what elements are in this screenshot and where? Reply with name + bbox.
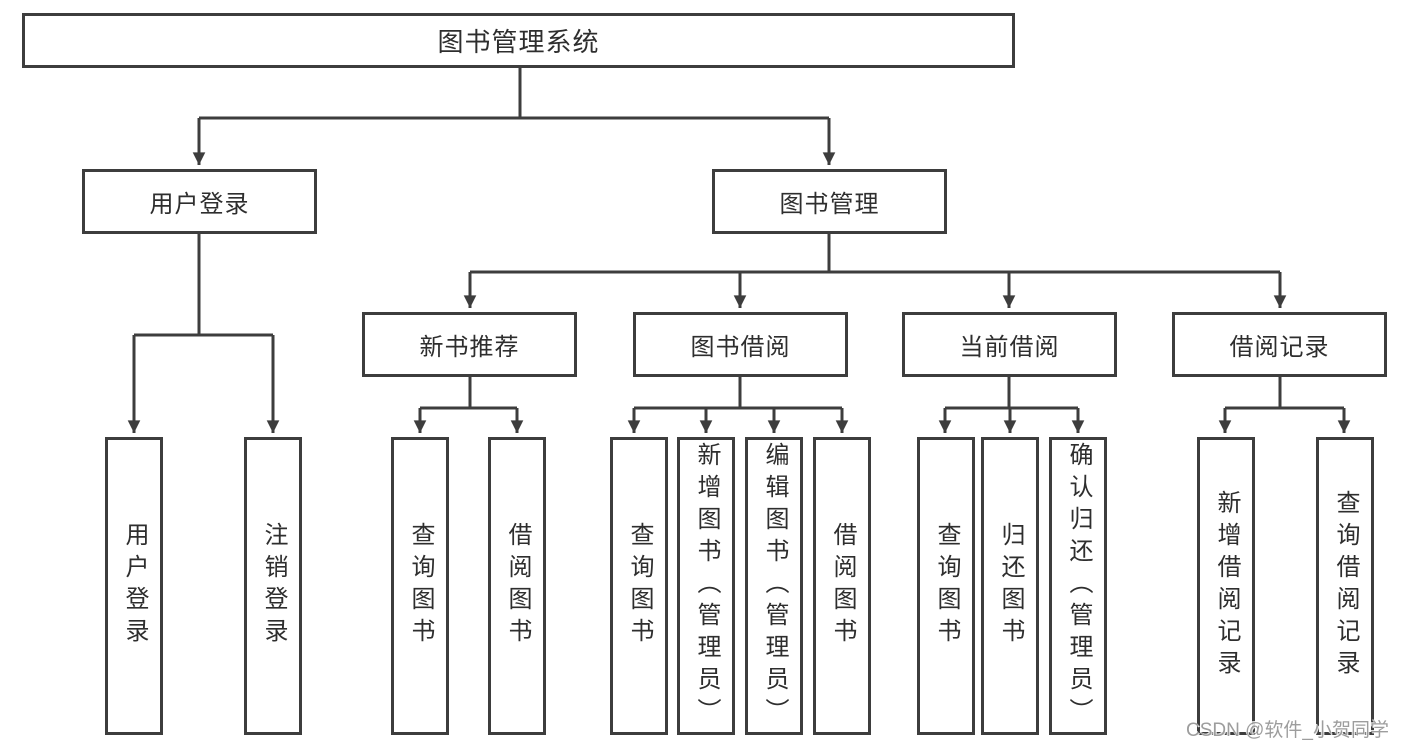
node-box-book-borrow: 图书借阅 [633,312,848,377]
leaf-label: 新增图书（管理员） [693,442,720,730]
leaf-box-add-borrow-record: 新增借阅记录 [1197,437,1255,735]
leaf-label: 借阅图书 [504,522,531,650]
node-box-borrow-record: 借阅记录 [1172,312,1387,377]
leaf-box-user-login: 用户登录 [105,437,163,735]
leaf-label: 查询借阅记录 [1332,490,1359,682]
leaf-box-borrow-book: 借阅图书 [488,437,546,735]
leaf-label: 借阅图书 [829,522,856,650]
leaf-label: 用户登录 [121,522,148,650]
node-box-current-borrow: 当前借阅 [902,312,1117,377]
leaf-box-return-book: 归还图书 [981,437,1039,735]
leaf-box-edit-book-admin: 编辑图书（管理员） [745,437,803,735]
leaf-label: 注销登录 [260,522,287,650]
leaf-box-query-book: 查询图书 [917,437,975,735]
leaf-box-query-book: 查询图书 [391,437,449,735]
node-box-book-management: 图书管理 [712,169,947,234]
leaf-box-borrow-book: 借阅图书 [813,437,871,735]
node-box-user-login: 用户登录 [82,169,317,234]
leaf-box-confirm-return-admin: 确认归还（管理员） [1049,437,1107,735]
leaf-label: 查询图书 [626,522,653,650]
node-label: 图书借阅 [690,334,791,361]
node-label: 图书管理 [779,191,880,218]
leaf-label: 新增借阅记录 [1213,490,1240,682]
node-label: 借阅记录 [1229,334,1330,361]
leaf-label: 查询图书 [407,522,434,650]
leaf-label: 归还图书 [997,522,1024,650]
leaf-box-logout: 注销登录 [244,437,302,735]
leaf-label: 查询图书 [933,522,960,650]
node-label: 用户登录 [149,191,250,218]
leaf-box-query-borrow-record: 查询借阅记录 [1316,437,1374,735]
node-box-system-root: 图书管理系统 [22,13,1015,68]
node-label: 图书管理系统 [437,27,600,57]
leaf-label: 编辑图书（管理员） [761,442,788,730]
leaf-box-add-book-admin: 新增图书（管理员） [677,437,735,735]
leaf-box-query-book: 查询图书 [610,437,668,735]
node-label: 新书推荐 [419,334,520,361]
node-label: 当前借阅 [959,334,1060,361]
leaf-label: 确认归还（管理员） [1065,442,1092,730]
csdn-watermark: CSDN @软件_小贺同学 [1186,720,1389,741]
node-box-new-book-recommend: 新书推荐 [362,312,577,377]
